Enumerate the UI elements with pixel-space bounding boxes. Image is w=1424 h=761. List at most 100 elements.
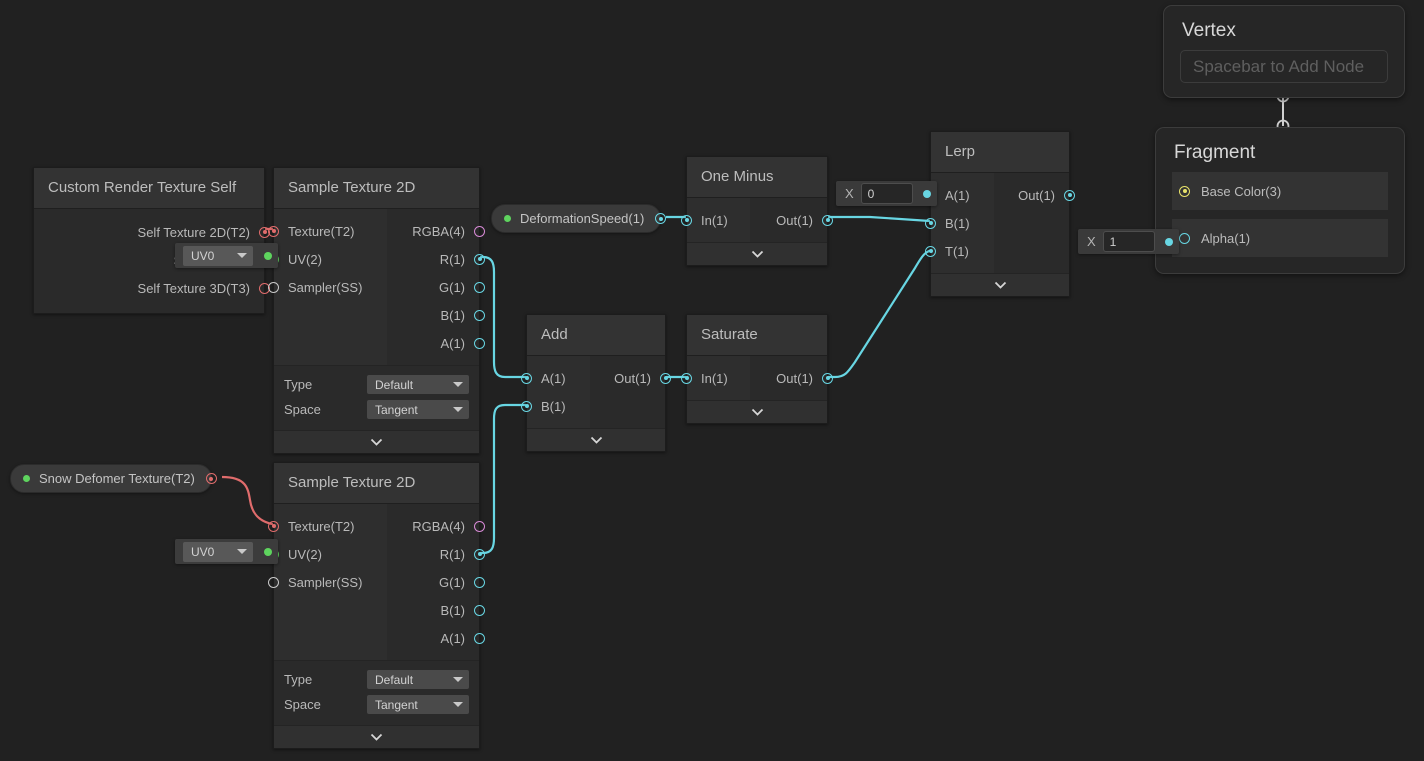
float-value-field[interactable]: 1: [1102, 231, 1155, 252]
port-dot-float[interactable]: [822, 214, 833, 226]
port-rgba-out[interactable]: RGBA(4): [387, 217, 485, 245]
fragment-slot-base-color[interactable]: Base Color(3): [1172, 172, 1388, 210]
port-out[interactable]: Out(1): [590, 364, 671, 392]
node-sample-texture-2d-top[interactable]: Sample Texture 2D Texture(T2) UV(2) Samp…: [268, 167, 485, 454]
node-add[interactable]: Add A(1) B(1) Out(1): [521, 314, 671, 452]
port-dot-sampler[interactable]: [268, 576, 279, 588]
port-dot-float[interactable]: [822, 372, 833, 384]
port-a-in[interactable]: A(1): [521, 364, 590, 392]
property-deformation-speed[interactable]: DeformationSpeed(1): [491, 204, 667, 233]
uv-output-dot[interactable]: [264, 547, 272, 556]
port-dot-float[interactable]: [521, 372, 532, 384]
node-lerp[interactable]: Lerp A(1) B(1) T(1) Out(1): [925, 131, 1075, 297]
port-sampler-in[interactable]: Sampler(SS): [268, 273, 387, 301]
node-saturate[interactable]: Saturate In(1) Out(1): [681, 314, 833, 424]
port-in[interactable]: In(1): [681, 364, 750, 392]
port-t-in[interactable]: T(1): [925, 237, 994, 265]
node-settings: Type Default Space Tangent: [274, 365, 479, 430]
uv-output-dot[interactable]: [264, 251, 272, 260]
port-dot-float[interactable]: [925, 217, 936, 229]
port-texture-in[interactable]: Texture(T2): [268, 512, 387, 540]
vertex-add-node-hint[interactable]: Spacebar to Add Node: [1180, 50, 1388, 83]
node-collapse-toggle[interactable]: [274, 430, 479, 453]
node-collapse-toggle[interactable]: [687, 400, 827, 423]
setting-space[interactable]: Space Tangent: [284, 397, 469, 422]
port-dot-float[interactable]: [521, 400, 532, 412]
port-texture-in[interactable]: Texture(T2): [268, 217, 387, 245]
port-b-in[interactable]: B(1): [925, 209, 994, 237]
port-r-out[interactable]: R(1): [387, 245, 485, 273]
uv-dropdown[interactable]: UV0: [183, 245, 253, 266]
node-sample-texture-2d-bottom[interactable]: Sample Texture 2D Texture(T2) UV(2) Samp…: [268, 462, 485, 749]
port-dot-float[interactable]: [655, 213, 667, 224]
port-dot-float[interactable]: [474, 604, 485, 616]
port-r-out[interactable]: R(1): [387, 540, 485, 568]
port-dot-vector4[interactable]: [474, 520, 485, 532]
setting-space[interactable]: Space Tangent: [284, 692, 469, 717]
node-collapse-toggle[interactable]: [687, 242, 827, 265]
property-snow-deformer-texture[interactable]: Snow Defomer Texture(T2): [10, 464, 217, 493]
lerp-a-float-input[interactable]: X 0: [836, 181, 937, 206]
node-collapse-toggle[interactable]: [931, 273, 1069, 296]
port-a-in[interactable]: A(1): [925, 181, 994, 209]
fragment-alpha-float-input[interactable]: X 1: [1078, 229, 1179, 254]
setting-type[interactable]: Type Default: [284, 667, 469, 692]
type-dropdown[interactable]: Default: [367, 375, 469, 394]
port-dot-float[interactable]: [474, 281, 485, 293]
port-g-out[interactable]: G(1): [387, 568, 485, 596]
uv-channel-selector-top[interactable]: UV0: [175, 243, 278, 268]
port-dot-sampler[interactable]: [268, 281, 279, 293]
port-dot-float[interactable]: [1179, 232, 1190, 244]
port-b-out[interactable]: B(1): [387, 301, 485, 329]
float-output-dot[interactable]: [922, 189, 931, 198]
node-custom-render-texture-self[interactable]: Custom Render Texture Self Self Texture …: [33, 167, 270, 314]
float-value-field[interactable]: 0: [860, 183, 913, 204]
space-dropdown[interactable]: Tangent: [367, 400, 469, 419]
port-out[interactable]: Out(1): [750, 364, 833, 392]
node-collapse-toggle[interactable]: [274, 725, 479, 748]
port-dot-vector4[interactable]: [474, 225, 485, 237]
port-dot-float[interactable]: [474, 309, 485, 321]
port-uv-in[interactable]: UV(2): [268, 245, 387, 273]
port-g-out[interactable]: G(1): [387, 273, 485, 301]
float-output-dot[interactable]: [1164, 237, 1173, 246]
uv-dropdown[interactable]: UV0: [183, 541, 253, 562]
port-in[interactable]: In(1): [681, 206, 750, 234]
port-a-out[interactable]: A(1): [387, 329, 485, 357]
space-dropdown[interactable]: Tangent: [367, 695, 469, 714]
port-b-out[interactable]: B(1): [387, 596, 485, 624]
port-dot-float[interactable]: [681, 214, 692, 226]
port-dot-float[interactable]: [474, 337, 485, 349]
port-self-texture-2d[interactable]: Self Texture 2D(T2): [34, 218, 270, 246]
fragment-slot-alpha[interactable]: Alpha(1): [1172, 219, 1388, 257]
port-dot-float[interactable]: [474, 576, 485, 588]
port-rgba-out[interactable]: RGBA(4): [387, 512, 485, 540]
port-dot-float[interactable]: [681, 372, 692, 384]
port-b-in[interactable]: B(1): [521, 392, 590, 420]
setting-type[interactable]: Type Default: [284, 372, 469, 397]
node-collapse-toggle[interactable]: [527, 428, 665, 451]
port-dot-texture2d[interactable]: [205, 473, 217, 484]
port-uv-in[interactable]: UV(2): [268, 540, 387, 568]
port-dot-float[interactable]: [660, 372, 671, 384]
master-node-fragment[interactable]: Fragment Base Color(3) Alpha(1): [1155, 127, 1405, 274]
port-dot-float[interactable]: [925, 245, 936, 257]
port-dot-float[interactable]: [474, 253, 485, 265]
node-one-minus[interactable]: One Minus In(1) Out(1): [681, 156, 833, 266]
chevron-down-icon: [453, 407, 463, 412]
port-dot-vector3[interactable]: [1179, 185, 1190, 197]
port-out[interactable]: Out(1): [750, 206, 833, 234]
master-node-vertex[interactable]: Vertex Spacebar to Add Node: [1163, 5, 1405, 98]
port-dot-float[interactable]: [474, 632, 485, 644]
port-out[interactable]: Out(1): [994, 181, 1075, 209]
port-self-texture-3d[interactable]: Self Texture 3D(T3): [34, 274, 270, 302]
uv-channel-selector-bottom[interactable]: UV0: [175, 539, 278, 564]
port-dot-float[interactable]: [1064, 189, 1075, 201]
type-dropdown[interactable]: Default: [367, 670, 469, 689]
port-a-out[interactable]: A(1): [387, 624, 485, 652]
port-dot-float[interactable]: [474, 548, 485, 560]
port-dot-texture2d[interactable]: [268, 225, 279, 237]
port-sampler-in[interactable]: Sampler(SS): [268, 568, 387, 596]
port-dot-texture2d[interactable]: [268, 520, 279, 532]
